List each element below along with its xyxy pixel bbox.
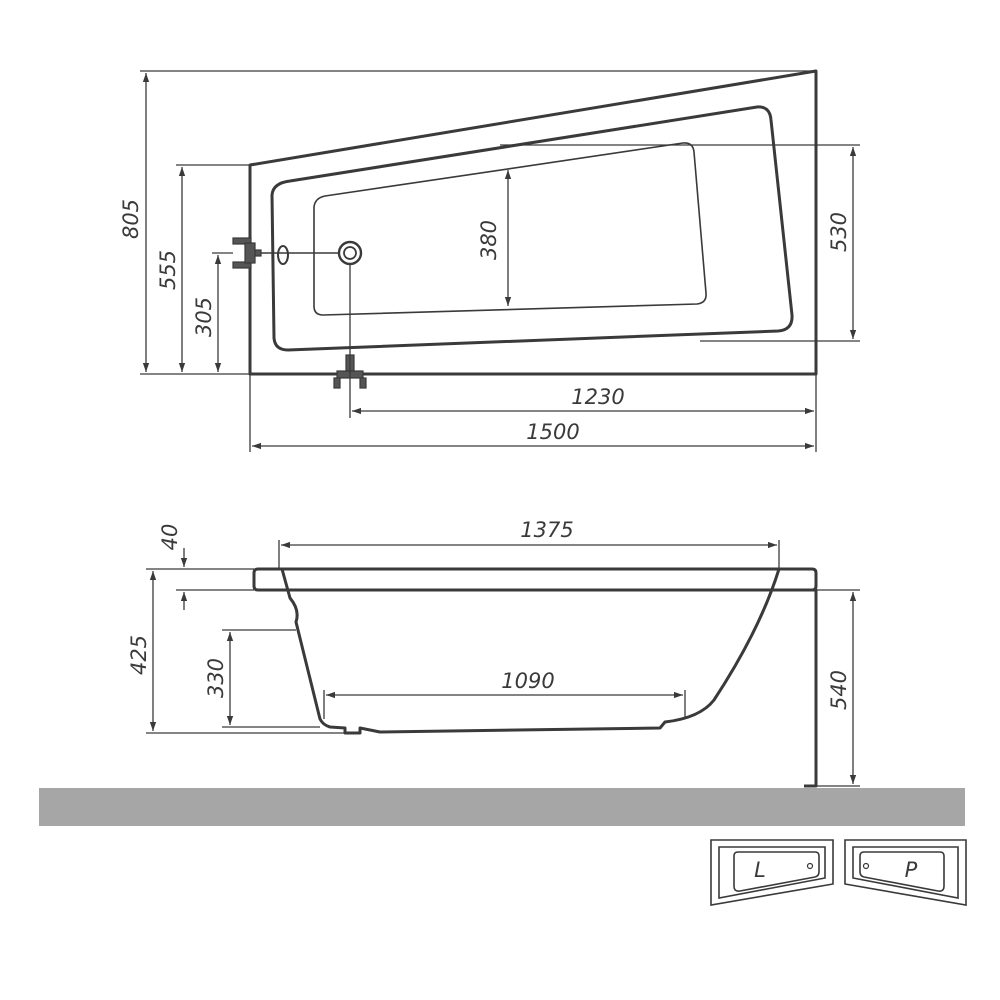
floor [39, 788, 965, 826]
top-view: 805 555 305 380 530 1230 1500 [119, 69, 860, 452]
side-panel [804, 588, 818, 788]
overflow-hole [277, 245, 289, 265]
side-extension-lines [146, 540, 860, 787]
dim-40: 40 [158, 524, 182, 551]
dim-305: 305 [192, 297, 216, 337]
dim-1230: 1230 [571, 385, 624, 409]
dim-1500: 1500 [526, 420, 579, 444]
dim-805: 805 [119, 199, 143, 239]
top-extension-lines [140, 70, 860, 452]
dim-555: 555 [156, 250, 180, 290]
bath-rim [252, 567, 818, 592]
drain-inner [343, 246, 357, 260]
dim-530: 530 [827, 212, 851, 252]
dim-1090: 1090 [501, 669, 554, 693]
bath-rim-inner [270, 105, 794, 352]
variant-right-label: P [905, 858, 918, 882]
variant-right-icon: P [844, 839, 967, 906]
dim-330: 330 [204, 658, 228, 698]
bath-body [280, 568, 781, 735]
drain-outer [337, 240, 363, 266]
variant-left-label: L [754, 858, 766, 882]
variant-left-icon: L [710, 839, 834, 906]
dim-380: 380 [477, 220, 501, 260]
dim-540: 540 [827, 670, 851, 710]
bath-basin-inner [313, 142, 707, 316]
dim-1375: 1375 [520, 518, 573, 542]
siphon-left-icon [232, 237, 262, 269]
side-view: 40 425 330 1375 1090 540 [39, 518, 965, 826]
bath-outer-outline [248, 69, 818, 376]
dim-425: 425 [127, 635, 151, 675]
